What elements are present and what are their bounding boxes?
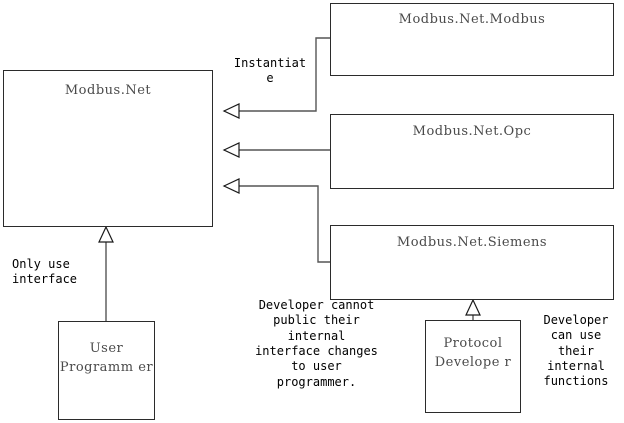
- node-modbus-net-modbus-label: Modbus.Net.Modbus: [398, 12, 546, 27]
- node-user-programmer[interactable]: User Programm er: [58, 321, 155, 420]
- node-modbus-net-siemens[interactable]: Modbus.Net.Siemens: [330, 225, 614, 300]
- annotation-instantiate: Instantiat e: [233, 56, 307, 86]
- connector-protocol-developer-to-siemens: [465, 298, 481, 320]
- annotation-only-use-interface: Only use interface: [12, 257, 78, 287]
- node-modbus-net-label: Modbus.Net: [64, 83, 152, 98]
- connector-core-to-siemens: [222, 178, 330, 263]
- annotation-developer-cannot-public: Developer cannot public their internal i…: [255, 298, 378, 389]
- node-modbus-net-modbus[interactable]: Modbus.Net.Modbus: [330, 3, 614, 76]
- node-modbus-net-siemens-label: Modbus.Net.Siemens: [396, 235, 548, 250]
- node-modbus-net-opc-label: Modbus.Net.Opc: [412, 124, 532, 139]
- node-protocol-developer-label: Protocol Develope r: [434, 336, 512, 370]
- hollow-triangle-arrowhead-icon: [222, 142, 240, 158]
- node-protocol-developer[interactable]: Protocol Develope r: [425, 320, 521, 413]
- hollow-triangle-arrowhead-icon: [465, 298, 481, 316]
- node-modbus-net-opc[interactable]: Modbus.Net.Opc: [330, 114, 614, 189]
- hollow-triangle-arrowhead-icon: [222, 178, 240, 194]
- connector-core-to-opc: [222, 142, 330, 158]
- node-user-programmer-label: User Programm er: [59, 341, 154, 375]
- annotation-developer-can-use: Developer can use their internal functio…: [543, 313, 609, 389]
- node-modbus-net[interactable]: Modbus.Net: [3, 70, 213, 227]
- hollow-triangle-arrowhead-icon: [222, 103, 240, 119]
- hollow-triangle-arrowhead-icon: [98, 225, 114, 243]
